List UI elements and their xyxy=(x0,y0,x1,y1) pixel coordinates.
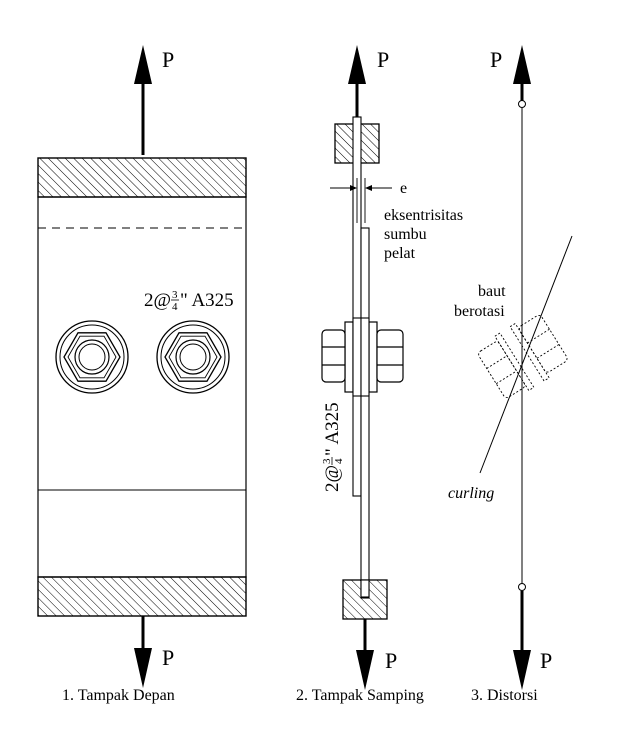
svg-text:" A325: " A325 xyxy=(322,402,343,456)
front-bottom-load-label: P xyxy=(162,645,174,670)
front-bolt-left xyxy=(55,320,129,394)
side-eccentricity-dimension xyxy=(330,178,392,223)
distortion-top-load-label: P xyxy=(490,47,502,72)
svg-text:4: 4 xyxy=(172,301,178,313)
distortion-rotation-note-line2: berotasi xyxy=(454,303,505,320)
distortion-view: P baut berotasi curling P 3. Distorsi xyxy=(448,45,573,704)
front-view: P P 2@ 3 4 " A325 xyxy=(37,45,247,704)
svg-text:3: 3 xyxy=(172,289,178,301)
svg-text:" A325: " A325 xyxy=(180,290,234,311)
distortion-view-caption: 3. Distorsi xyxy=(471,687,538,704)
side-eccentricity-note-line2: sumbu xyxy=(384,226,427,243)
side-bolt-assembly xyxy=(321,321,404,393)
front-top-load-arrow xyxy=(134,45,152,155)
side-eccentricity-symbol: e xyxy=(400,180,407,197)
distortion-curling-line xyxy=(479,235,573,474)
front-bolt-label: 2@ 3 4 " A325 xyxy=(144,289,234,313)
side-bottom-load-arrow xyxy=(356,619,374,690)
distortion-top-load-arrow xyxy=(513,45,531,104)
svg-text:2@: 2@ xyxy=(144,290,171,311)
side-view-caption: 2. Tampak Samping xyxy=(296,687,424,704)
side-top-load-arrow xyxy=(348,45,366,124)
distortion-bottom-pin xyxy=(518,583,526,591)
front-view-caption: 1. Tampak Depan xyxy=(62,687,175,704)
distortion-rotation-note-line1: baut xyxy=(478,283,506,300)
distortion-bottom-load-arrow xyxy=(513,591,531,690)
side-bottom-load-label: P xyxy=(385,648,397,673)
distortion-rotated-bolts xyxy=(478,315,568,398)
front-plate-outline xyxy=(37,196,247,578)
side-bolt-label: 2@ 3 4 " A325 xyxy=(321,402,345,492)
distortion-curling-label: curling xyxy=(448,485,494,502)
side-eccentricity-note-line1: eksentrisitas xyxy=(384,207,463,224)
front-bottom-grip xyxy=(37,576,247,617)
front-bolt-right xyxy=(156,320,230,394)
side-top-load-label: P xyxy=(377,47,389,72)
side-eccentricity-note-line3: pelat xyxy=(384,245,416,262)
svg-text:3: 3 xyxy=(321,458,333,464)
side-view: P e eksentrisitas sumbu pelat xyxy=(296,45,463,704)
side-upper-plate xyxy=(352,116,362,497)
svg-text:4: 4 xyxy=(333,458,345,464)
front-bottom-load-arrow xyxy=(134,616,152,688)
svg-text:2@: 2@ xyxy=(322,465,343,492)
front-top-load-label: P xyxy=(162,47,174,72)
front-top-grip xyxy=(37,157,247,198)
distortion-bottom-load-label: P xyxy=(540,648,552,673)
distortion-top-pin xyxy=(518,100,526,108)
side-lower-plate xyxy=(360,227,370,599)
